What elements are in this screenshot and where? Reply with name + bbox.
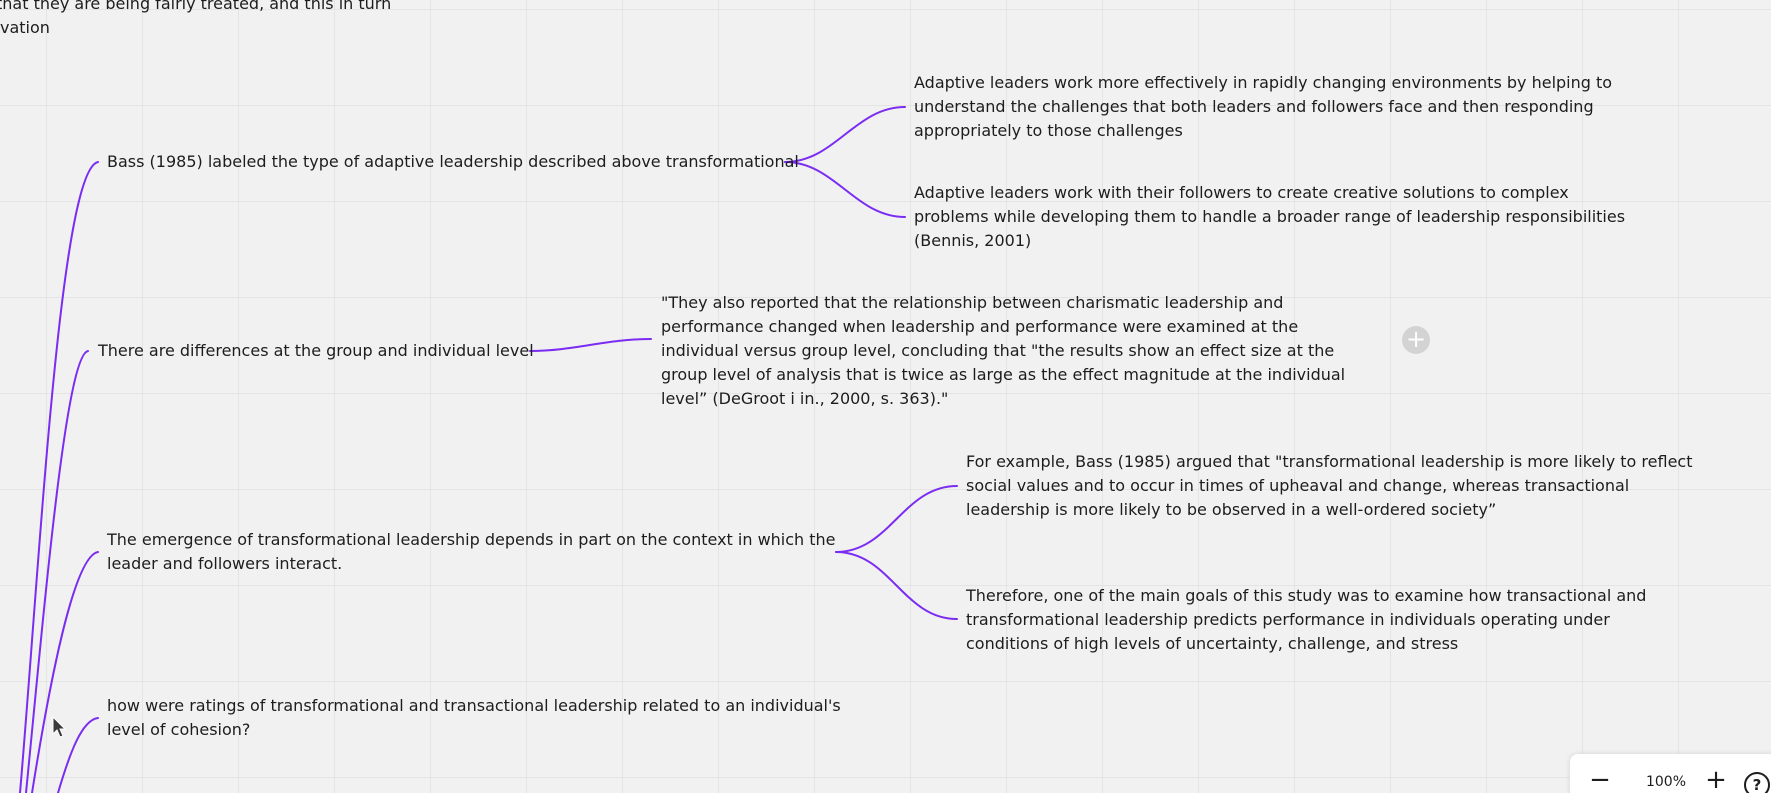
help-button[interactable]: ? [1744,772,1770,793]
question-mark-icon: ? [1752,776,1762,793]
connector-root-bass [19,161,99,793]
zoom-toolbar: − 100% + ? [1570,754,1771,793]
partial-node-line-2: vation [0,18,50,37]
connector-group-quote [529,338,652,352]
zoom-in-button[interactable]: + [1705,765,1727,793]
partial-node-line-1: that they are being fairly treated, and … [0,0,392,13]
connector-emergence-bass-argued [835,485,958,553]
node-bass-argued[interactable]: For example, Bass (1985) argued that "tr… [966,452,1693,519]
connector-emergence-study-goal [835,551,958,620]
mouse-pointer-icon [52,716,67,738]
plus-circle-icon: + [1405,325,1427,353]
node-study-goal[interactable]: Therefore, one of the main goals of this… [966,586,1647,653]
connector-bass-followers [784,161,906,218]
node-emergence-context[interactable]: The emergence of transformational leader… [107,530,836,573]
connector-root-emergence [31,551,99,793]
node-adaptive-followers[interactable]: Adaptive leaders work with their followe… [914,183,1626,250]
connector-bass-env [784,106,906,163]
node-bass-label[interactable]: Bass (1985) labeled the type of adaptive… [107,152,799,171]
add-node-button[interactable]: + [1402,326,1430,354]
node-adaptive-environments[interactable]: Adaptive leaders work more effectively i… [914,73,1613,140]
zoom-level-label: 100% [1645,774,1687,790]
partial-node-cut-off[interactable]: that they are being fairly treated, and … [0,0,430,40]
zoom-out-button[interactable]: − [1589,765,1611,793]
node-cohesion-question[interactable]: how were ratings of transformational and… [107,696,841,739]
node-group-individual[interactable]: There are differences at the group and i… [98,341,534,360]
node-degroot-quote[interactable]: "They also reported that the relationshi… [661,293,1346,408]
